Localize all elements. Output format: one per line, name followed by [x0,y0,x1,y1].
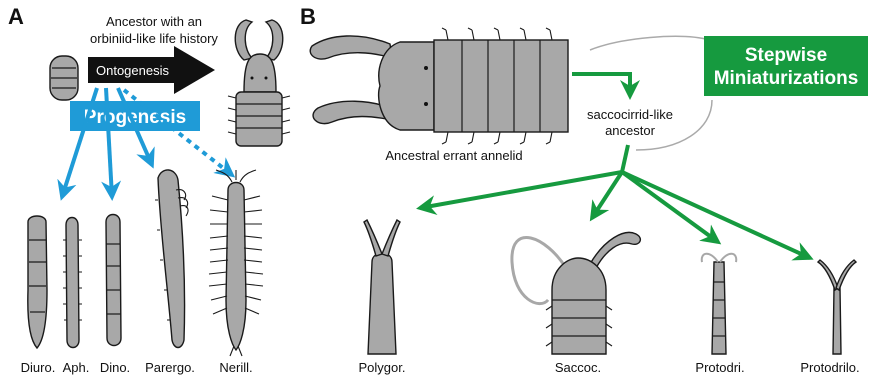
taxon-label-protodri: Protodri. [695,360,744,375]
larva-illustration [50,56,78,100]
taxon-label-dino: Dino. [100,360,130,375]
taxon-label-diuro: Diuro. [21,360,56,375]
ancestral-annelid-label: Ancestral errant annelid [385,148,522,163]
intermediate-label-line2: ancestor [605,123,656,138]
polygordius-illustration [364,220,400,354]
ancestor-label-line2: orbiniid-like life history [90,31,218,46]
parergodrilus-illustration [155,170,188,348]
dinophilus-illustration [106,215,121,346]
intermediate-label-line1: saccocirrid-like [587,107,673,122]
taxon-label-parergo: Parergo. [145,360,195,375]
nerillidae-illustration [209,170,263,356]
panel-label-a: A [8,4,24,29]
taxon-label-aph: Aph. [63,360,90,375]
protodrilus-illustration [818,260,856,354]
taxon-label-polygor: Polygor. [359,360,406,375]
arrow-to-intermediate [572,74,630,96]
stepwise-label-line2: Miniaturizations [714,68,859,89]
ancestor-label-line1: Ancestor with an [106,14,202,29]
aphanoneura-illustration [63,218,82,348]
stepwise-label-line1: Stepwise [745,45,827,66]
taxon-label-saccoc: Saccoc. [555,360,601,375]
protodriloides-illustration [702,254,737,354]
ontogenesis-label: Ontogenesis [96,63,169,78]
errant-annelid-illustration [310,28,568,144]
adult-ancestor-illustration [228,20,290,146]
diurodrilus-illustration [28,216,47,348]
panel-label-b: B [300,4,316,29]
saccocirrus-illustration [512,232,640,354]
taxon-label-nerill: Nerill. [219,360,252,375]
taxon-label-protodrilo: Protodrilo. [800,360,859,375]
